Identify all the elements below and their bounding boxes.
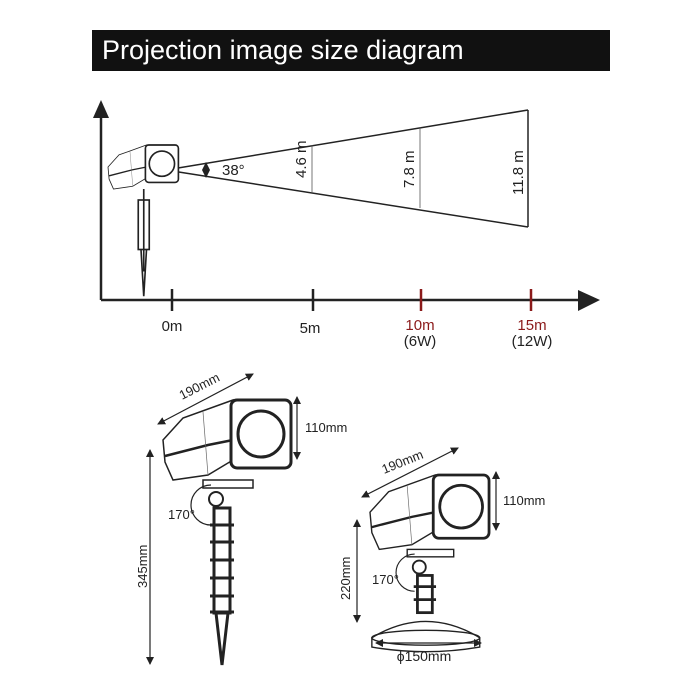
projection-chart: 0m 5m 10m (6W) 15m (12W) 38° 4.6 m 7.8 m…: [93, 100, 600, 350]
stake-model: 190mm 110mm 345mm 170°: [135, 370, 347, 666]
distance-label: 15m: [517, 317, 546, 334]
base-rotation-label: 170°: [372, 572, 399, 587]
stake-total-height-label: 345mm: [135, 545, 150, 588]
distance-label: 10m: [405, 317, 434, 334]
base-head-height-label: 110mm: [503, 493, 545, 508]
distance-label: 5m: [300, 320, 321, 337]
length-dimension-arrow: [157, 373, 254, 425]
base-projector-icon: [368, 473, 491, 653]
image-size-15m: 11.8 m: [510, 150, 527, 195]
base-diameter-label: ϕ150mm: [397, 648, 452, 664]
stake-rotation-label: 170°: [168, 507, 195, 522]
page-title: Projection image size diagram: [92, 30, 610, 71]
power-note: (6W): [404, 333, 437, 350]
power-note: (12W): [512, 333, 553, 350]
base-model: 190mm 110mm 220mm 170° ϕ150mm: [338, 447, 545, 664]
y-axis-arrow-icon: [93, 100, 109, 118]
image-size-10m: 7.8 m: [401, 150, 418, 188]
distance-label: 0m: [162, 318, 183, 335]
length-dimension-arrow: [361, 447, 459, 498]
distance-ticks: [170, 289, 533, 311]
stake-projector-icon: [161, 398, 293, 666]
stake-length-label: 190mm: [177, 370, 222, 403]
stake-head-height-label: 110mm: [305, 420, 347, 435]
base-total-height-label: 220mm: [338, 557, 353, 600]
small-projector-icon: [107, 144, 180, 297]
base-length-label: 190mm: [380, 447, 426, 477]
image-size-5m: 4.6 m: [293, 140, 310, 178]
beam-angle: 38°: [222, 162, 245, 179]
projection-beam: [165, 109, 529, 228]
x-axis-arrow-icon: [578, 290, 600, 311]
